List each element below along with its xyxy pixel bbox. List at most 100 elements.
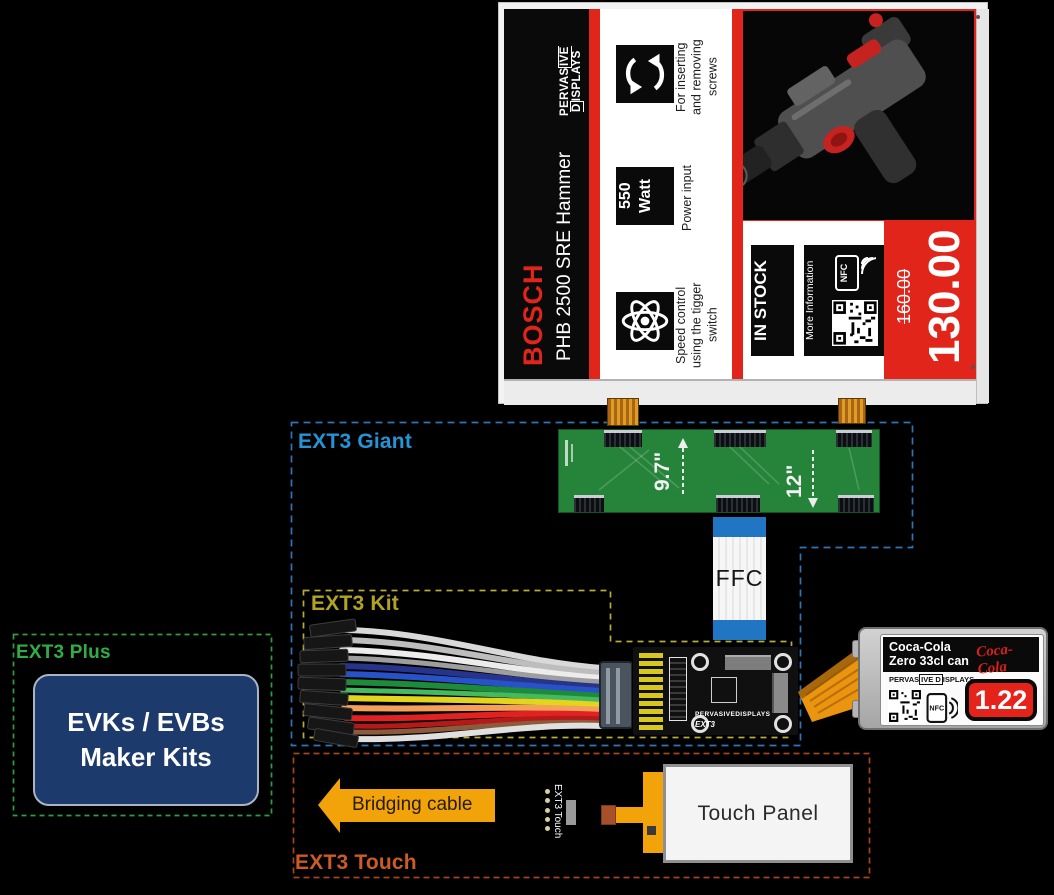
pcb-pad: [639, 653, 663, 658]
red-stripe: [589, 9, 600, 379]
feature2-caption: Power input: [680, 165, 694, 232]
feature1-caption: For inserting and removing screws: [674, 39, 720, 115]
feature3-caption: Speed control using the tigger switch: [674, 282, 720, 368]
size-9-7-inch: 9.7": [651, 451, 674, 491]
more-information-box: More Information NFC: [804, 245, 884, 356]
pcb-connector: [604, 430, 642, 447]
pcb-pad: [639, 717, 663, 722]
mounting-hole: [774, 715, 792, 733]
board-component: [711, 677, 737, 703]
logo-suffix: ISPLAYS: [571, 50, 583, 102]
red-stripe: [732, 9, 743, 379]
large-epaper-display: PERVASIVE DISPLAYS PHB 2500 SRE Hammer B…: [498, 2, 989, 405]
product-name: PHB 2500 SRE Hammer: [554, 151, 575, 361]
coke-flex-cable: [798, 650, 868, 722]
coke-nfc-icon: NFC: [926, 693, 958, 723]
flex-connector-tab: [838, 398, 866, 424]
pcb-pad: [639, 701, 663, 706]
label-right-region: IN STOCK More Information NFC: [719, 9, 981, 379]
ext3-giant-label: EXT3 Giant: [298, 430, 413, 453]
ffc-cable: FFC: [713, 517, 766, 640]
touch-board-connector: [566, 800, 576, 825]
ffc-blue-end: [713, 517, 766, 537]
label-left-column: [504, 9, 589, 379]
ext3-plus-outline: [12, 633, 273, 817]
current-price: 130.00: [920, 229, 969, 365]
pervasive-displays-logo: PERVASIVE DISPLAYS: [558, 18, 587, 144]
pcb-pad: [639, 725, 663, 730]
drill-photo: [719, 11, 974, 220]
touch-panel: Touch Panel: [663, 764, 853, 863]
coke-title-bar: Coca-Cola Zero 33cl can Coca-Cola: [883, 637, 1039, 678]
mounting-hole: [691, 715, 709, 733]
display-bezel-bottom: [504, 379, 976, 405]
board-logo: PERVASIVEDISPLAYS: [695, 711, 771, 718]
mounting-hole: [691, 653, 709, 671]
coke-title: Coca-Cola Zero 33cl can: [889, 640, 969, 669]
svg-text:NFC: NFC: [929, 704, 945, 713]
touch-flex-chip: [647, 826, 656, 835]
pcb-pad: [639, 677, 663, 682]
rainbow-jumper-cable: [297, 618, 633, 748]
ffc-label: FFC: [715, 565, 764, 591]
bezel-screw-dot: [976, 15, 980, 19]
pcb-pad: [639, 693, 663, 698]
touch-panel-label: Touch Panel: [697, 801, 819, 825]
ext3-giant-outline: [290, 421, 914, 747]
ext3-kit-label: EXT3 Kit: [311, 592, 399, 615]
product-label: PERVASIVE DISPLAYS PHB 2500 SRE Hammer B…: [504, 9, 981, 379]
bridging-cable-arrow: [318, 778, 495, 833]
more-information-text: More Information: [804, 260, 816, 341]
pcb-connector: [714, 430, 766, 447]
touch-board-pad: [545, 826, 550, 831]
coke-price: 1.22: [965, 679, 1037, 721]
ffc-blue-end: [713, 620, 766, 640]
in-stock-text: IN STOCK: [751, 260, 770, 341]
touch-flex-bar: [643, 772, 663, 853]
mounting-hole: [774, 653, 792, 671]
board-name: EXT3: [695, 720, 716, 729]
qr-code: [832, 300, 878, 346]
pcb-connector: [836, 430, 872, 447]
pcb-connector: [838, 495, 874, 512]
touch-flex-connector: [601, 805, 616, 825]
bridging-cable-label: Bridging cable: [352, 794, 473, 815]
rotation-arrows-icon: [616, 45, 674, 103]
touch-board-pad: [545, 817, 550, 822]
ext3-touch-board-label: EXT3 Touch: [552, 784, 563, 839]
coca-cola-logo: Coca-Cola: [975, 641, 1014, 678]
giant-adapter-pcb: 9.7" 12": [558, 429, 880, 513]
atom-icon: [616, 292, 674, 350]
evk-evb-box: EVKs / EVBs Maker Kits: [33, 674, 259, 806]
old-price: 160.00: [894, 268, 914, 324]
coke-qr-code: [888, 689, 922, 723]
bosch-brand: BOSCH: [518, 263, 548, 366]
board-connector: [772, 673, 788, 713]
pcb-pad: [639, 685, 663, 690]
touch-board-pad: [545, 789, 550, 794]
pcb-pad: [639, 669, 663, 674]
pcb-traces: [565, 438, 860, 508]
touch-board-pad: [545, 798, 550, 803]
in-stock-box: IN STOCK: [751, 245, 794, 356]
size-12-inch: 12": [783, 464, 806, 498]
svg-text:NFC: NFC: [839, 263, 849, 282]
pin-header: [669, 657, 687, 721]
pcb-pad: [639, 709, 663, 714]
ext3-plus-label: EXT3 Plus: [16, 642, 111, 663]
flex-connector-tab: [607, 398, 639, 426]
touch-board-pad: [545, 808, 550, 813]
ext3-board: PERVASIVEDISPLAYS EXT3: [632, 646, 799, 736]
power-550watt-box: 550 Watt: [616, 167, 674, 225]
pcb-connector: [716, 495, 760, 512]
pcb-connector: [574, 495, 604, 512]
nfc-phone-icon: NFC: [835, 255, 876, 291]
bezel-screw-dot: [971, 365, 975, 369]
display-bezel-right: [976, 9, 989, 403]
ext3-kit-outline: [302, 589, 793, 739]
power-550watt-text: 550 Watt: [617, 178, 654, 214]
pcb-pad: [639, 661, 663, 666]
